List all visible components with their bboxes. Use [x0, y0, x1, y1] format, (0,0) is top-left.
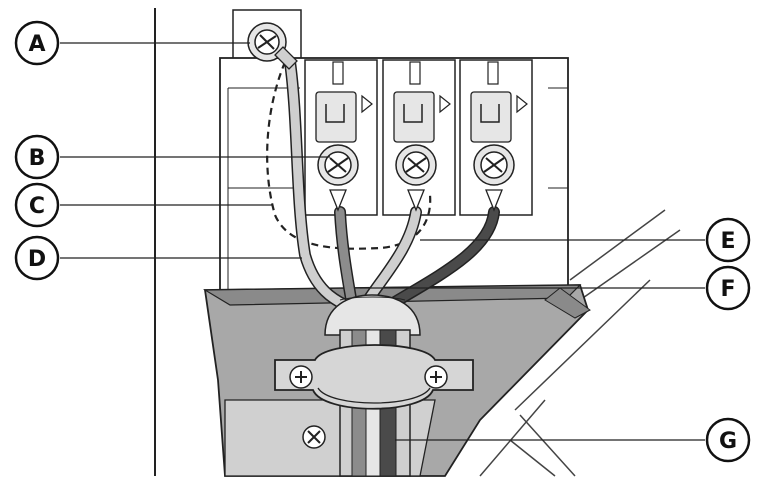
bracket-screw — [302, 425, 326, 449]
clamp-screw-left — [289, 365, 313, 389]
terminal-left — [304, 59, 378, 216]
svg-text:C: C — [29, 194, 45, 219]
svg-text:B: B — [29, 146, 46, 171]
callout-g: G — [705, 417, 751, 463]
terminal-right — [459, 59, 533, 216]
strain-relief-grommet — [324, 294, 421, 336]
callout-a: A — [14, 20, 60, 66]
callout-f: F — [705, 265, 751, 311]
terminal-middle — [382, 59, 456, 216]
svg-text:E: E — [720, 229, 735, 254]
cord-clamp — [274, 344, 474, 410]
terminal-screw-right — [473, 144, 515, 212]
terminal-screw-left — [317, 144, 359, 212]
callout-c: C — [14, 182, 60, 228]
ground-screw — [247, 22, 298, 70]
callout-e: E — [705, 217, 751, 263]
svg-text:D: D — [28, 247, 46, 272]
callout-d: D — [14, 235, 60, 281]
svg-text:F: F — [720, 277, 735, 302]
svg-text:G: G — [719, 429, 737, 454]
svg-text:A: A — [28, 32, 45, 57]
clamp-screw-right — [424, 365, 448, 389]
callout-b: B — [14, 134, 60, 180]
leader-lines — [60, 42, 705, 441]
terminal-screw-middle — [395, 144, 437, 212]
